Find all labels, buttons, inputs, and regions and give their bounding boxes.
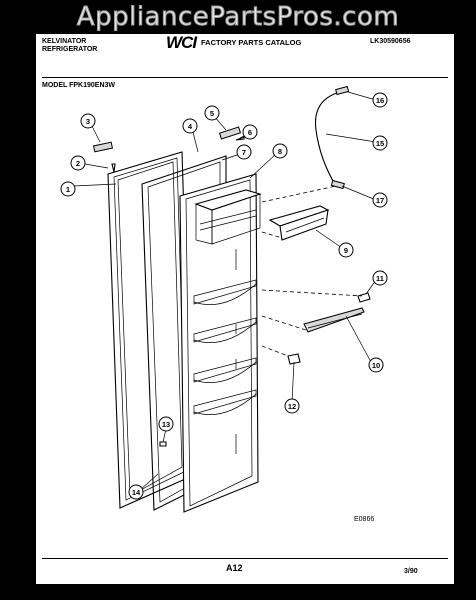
callout-11: 11	[372, 270, 388, 286]
callout-13: 13	[158, 416, 174, 432]
callout-15: 15	[372, 135, 388, 151]
svg-text:16: 16	[376, 96, 384, 105]
callout-12: 12	[284, 398, 300, 414]
svg-text:6: 6	[248, 128, 252, 137]
callout-16: 16	[372, 92, 388, 108]
lower-bracket-part	[287, 353, 301, 365]
svg-text:1: 1	[66, 185, 70, 194]
hinge-cap-part	[92, 141, 114, 153]
door-liner-part	[179, 173, 262, 513]
svg-text:15: 15	[376, 139, 384, 148]
svg-text:5: 5	[210, 109, 214, 118]
model-line: MODEL FPK190EN3W	[42, 82, 115, 89]
callout-17: 17	[372, 192, 388, 208]
product-type: REFRIGERATOR	[42, 46, 98, 53]
callout-4: 4	[182, 118, 198, 134]
callout-10: 10	[368, 357, 384, 373]
door-gasket-part	[107, 151, 193, 509]
svg-text:12: 12	[288, 402, 296, 411]
svg-text:9: 9	[344, 246, 348, 255]
parts-catalog-sheet: KELVINATOR REFRIGERATOR WCI FACTORY PART…	[36, 34, 454, 584]
handle-bracket-part	[218, 126, 242, 140]
callout-2: 2	[70, 155, 86, 171]
svg-text:11: 11	[376, 274, 384, 283]
svg-text:8: 8	[278, 147, 282, 156]
callout-1: 1	[60, 181, 76, 197]
callout-9: 9	[338, 242, 354, 258]
brand-name: KELVINATOR	[42, 38, 87, 45]
screw-part	[111, 163, 116, 173]
wci-logo: WCI	[166, 34, 197, 52]
page-number: A12	[226, 563, 243, 573]
footer-divider	[42, 558, 448, 559]
screw-part-2	[235, 136, 245, 141]
watermark-text: AppliancePartsPros.com	[76, 2, 400, 33]
callout-8: 8	[272, 143, 288, 159]
svg-text:3: 3	[86, 117, 90, 126]
door-cord-part	[314, 85, 350, 190]
svg-text:4: 4	[188, 122, 193, 131]
callout-14: 14	[128, 484, 144, 500]
svg-text:13: 13	[162, 420, 170, 429]
catalog-date: 3/90	[404, 568, 418, 575]
clip-part	[159, 441, 167, 447]
svg-text:14: 14	[132, 488, 141, 497]
exploded-parts-diagram: 1 2 3 4 5 6 7 8 9 10 11 12 13 14 15 16 1…	[60, 85, 388, 513]
door-bin-part	[268, 205, 330, 241]
callout-3: 3	[80, 113, 96, 129]
callout-5: 5	[204, 105, 220, 121]
callout-6: 6	[242, 124, 258, 140]
callout-7: 7	[236, 144, 252, 160]
svg-text:17: 17	[376, 196, 384, 205]
svg-text:7: 7	[242, 148, 246, 157]
catalog-number: LK30590656	[370, 38, 411, 45]
figure-code: E0866	[354, 516, 375, 523]
shelf-rail-part	[303, 307, 365, 333]
catalog-title: FACTORY PARTS CATALOG	[201, 38, 302, 47]
svg-text:2: 2	[76, 159, 80, 168]
svg-text:10: 10	[372, 361, 380, 370]
header-divider	[42, 77, 448, 78]
rail-bracket-part	[357, 292, 371, 303]
